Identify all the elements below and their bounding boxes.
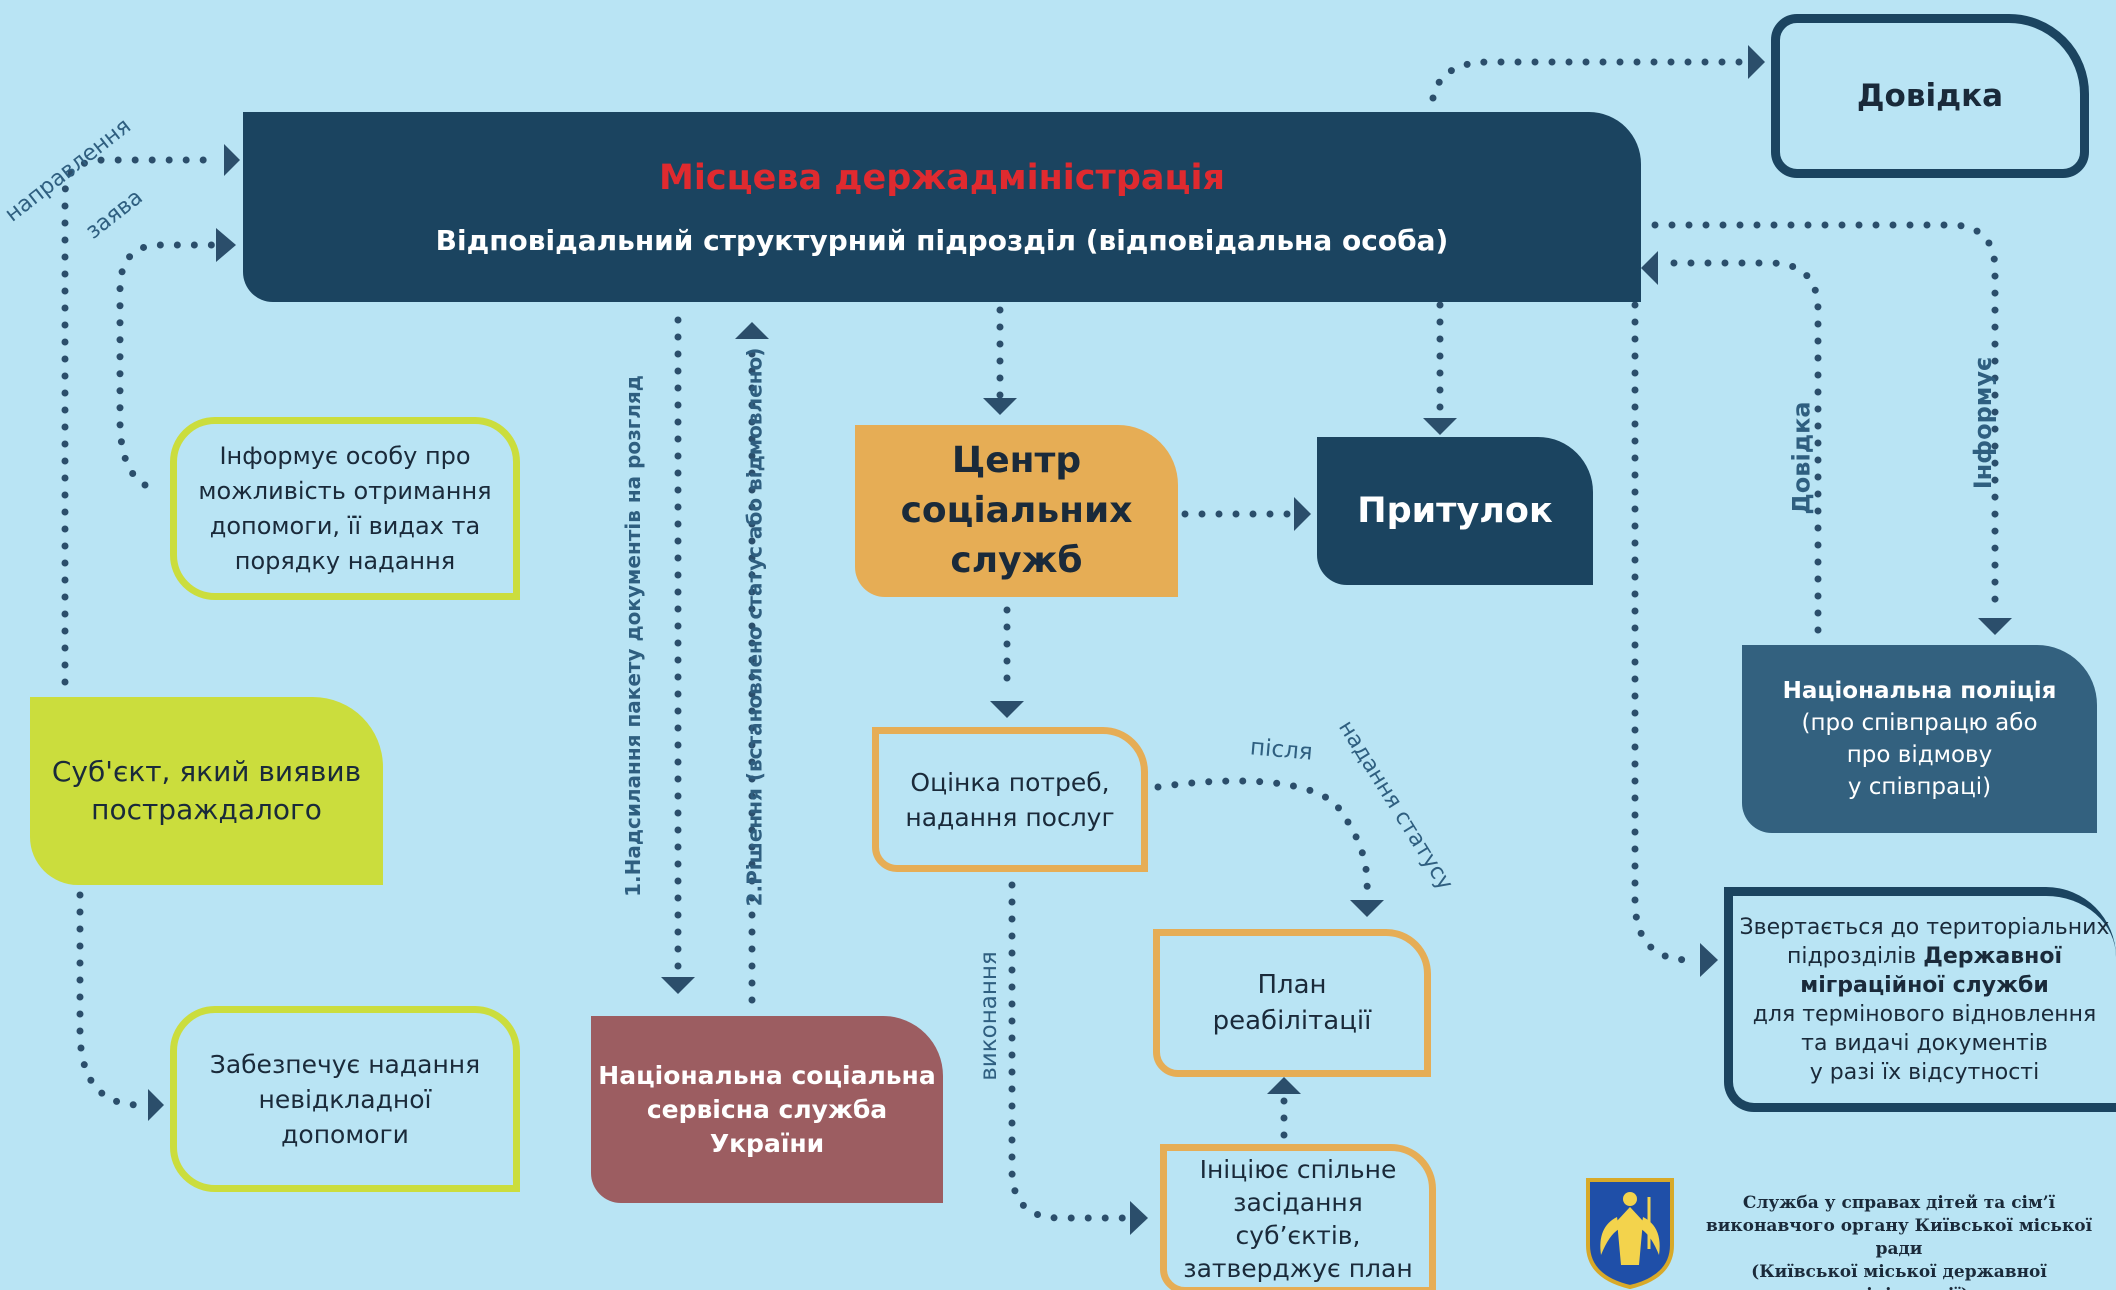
arrowhead-needs bbox=[990, 701, 1024, 718]
arrowhead-admin-right bbox=[1641, 251, 1658, 285]
arrowhead-shelter-top bbox=[1423, 418, 1457, 435]
police-line-1: (про співпрацю або bbox=[1801, 710, 2038, 736]
migration-line-6: у разі їх відсутності bbox=[1809, 1059, 2040, 1085]
connector-needs-to-plan bbox=[1154, 777, 1371, 897]
plan-line-2: реабілітації bbox=[1212, 1006, 1372, 1036]
dovidka-label: Довідка bbox=[1856, 78, 2004, 114]
arrowhead-plan-top bbox=[1350, 900, 1384, 917]
local-administration-box: Місцева держадміністрація Відповідальний… bbox=[243, 112, 1641, 302]
arrowhead-dovidka bbox=[1748, 45, 1765, 79]
police-title: Національна поліція bbox=[1782, 678, 2057, 704]
plan-line-1: План bbox=[1257, 970, 1327, 1000]
center-line-2: соціальних bbox=[900, 490, 1133, 531]
needs-assessment-box: Оцінка потреб, надання послуг bbox=[872, 727, 1148, 872]
administration-title: Місцева держадміністрація bbox=[659, 157, 1225, 198]
police-line-3: у співпраці) bbox=[1847, 774, 1992, 800]
arrowhead-urgent bbox=[148, 1089, 164, 1121]
arrowhead-admin-left-bottom bbox=[216, 228, 236, 262]
nsss-line-3: України bbox=[709, 1128, 825, 1158]
urgent-help-box: Забезпечує надання невідкладної допомоги bbox=[170, 1006, 520, 1192]
meeting-line-3: затверджує план bbox=[1183, 1254, 1413, 1283]
arrowhead-police bbox=[1978, 618, 2012, 635]
national-social-service-box: Національна соціальна сервісна служба Ук… bbox=[591, 1016, 943, 1203]
meeting-line-2: засідання суб’єктів, bbox=[1233, 1188, 1363, 1250]
label-informuie: Інформує bbox=[1969, 356, 1998, 490]
migration-line-1: Звертається до територіальних bbox=[1739, 914, 2110, 940]
connector-admin-to-police bbox=[1651, 221, 1999, 616]
informs-line-4: порядку надання bbox=[234, 546, 456, 575]
footer-line-1: Служба у справах дітей та сім’ї bbox=[1742, 1193, 2056, 1213]
connector-admin-to-dovidka bbox=[1429, 58, 1759, 102]
subject-line-2: постраждалого bbox=[91, 793, 322, 826]
urgent-line-3: допомоги bbox=[281, 1119, 409, 1149]
migration-line-2b: Державної bbox=[1923, 943, 2063, 969]
needs-line-1: Оцінка потреб, bbox=[910, 767, 1110, 797]
label-vykonannia: виконання bbox=[975, 951, 1002, 1081]
urgent-line-1: Забезпечує надання bbox=[209, 1049, 481, 1079]
dovidka-box: Довідка bbox=[1771, 14, 2089, 178]
connector-subject-to-urgent bbox=[76, 891, 154, 1109]
nsss-line-2: сервісна служба bbox=[646, 1094, 888, 1124]
arrowhead-nsss bbox=[661, 977, 695, 994]
arrowhead-admin-from-nsss bbox=[735, 322, 769, 339]
connector-informs-to-admin bbox=[116, 241, 216, 489]
footer-line-2: виконавчого органу Київської міської рад… bbox=[1705, 1216, 2093, 1259]
police-line-2: про відмову bbox=[1846, 742, 1993, 768]
connector-police-to-admin bbox=[1658, 259, 1822, 634]
joint-meeting-box: Ініціює спільне засідання суб’єктів, зат… bbox=[1160, 1144, 1436, 1290]
kyiv-emblem-icon bbox=[1586, 1178, 1674, 1289]
arrowhead-plan-bottom bbox=[1267, 1077, 1301, 1094]
migration-line-2: підрозділів Державної bbox=[1787, 942, 2062, 971]
label-send-documents: 1.Надсилання пакету документів на розгля… bbox=[620, 375, 645, 897]
nsss-line-1: Національна соціальна bbox=[598, 1060, 936, 1090]
informs-line-3: допомоги, її видах та bbox=[209, 511, 481, 540]
shelter-label: Притулок bbox=[1357, 491, 1553, 531]
subject-line-1: Суб'єкт, який виявив bbox=[51, 755, 362, 788]
connector-needs-to-meeting bbox=[1008, 881, 1144, 1222]
arrowhead-center bbox=[983, 398, 1017, 415]
administration-subtitle: Відповідальний структурний підрозділ (ві… bbox=[435, 223, 1449, 257]
informs-line-2: можливість отримання bbox=[198, 476, 492, 505]
label-decision: 2.Рішення (встановлено статус або відмов… bbox=[742, 347, 767, 907]
label-pislia: після bbox=[1248, 734, 1314, 766]
label-dovidka-side: Довідка bbox=[1787, 401, 1816, 515]
national-police-box: Національна поліція (про співпрацю або п… bbox=[1742, 645, 2097, 833]
social-services-center-box: Центр соціальних служб bbox=[855, 425, 1178, 597]
needs-line-2: надання послуг bbox=[905, 802, 1115, 832]
subject-box: Суб'єкт, який виявив постраждалого bbox=[30, 697, 383, 885]
informs-line-1: Інформує особу про bbox=[219, 441, 471, 470]
shelter-box: Притулок bbox=[1317, 437, 1593, 585]
migration-service-box: Звертається до територіальних підрозділі… bbox=[1724, 887, 2116, 1112]
migration-line-2a: підрозділів bbox=[1786, 943, 1924, 969]
footer-line-3: (Київської міської державної адміністрац… bbox=[1751, 1262, 2047, 1290]
connector-admin-to-migration bbox=[1631, 301, 1694, 964]
informs-person-box: Інформує особу про можливість отримання … bbox=[170, 417, 520, 600]
arrowhead-admin-left-top bbox=[224, 144, 240, 176]
connector-subject-to-admin bbox=[61, 156, 216, 686]
migration-line-5: та видачі документів bbox=[1801, 1030, 2048, 1056]
migration-line-3: міграційної служби bbox=[1800, 972, 2049, 998]
rehabilitation-plan-box: План реабілітації bbox=[1153, 929, 1431, 1077]
arrowhead-shelter-left bbox=[1294, 497, 1311, 531]
center-line-1: Центр bbox=[951, 440, 1082, 481]
center-line-3: служб bbox=[950, 540, 1083, 581]
migration-line-4: для термінового відновлення bbox=[1752, 1001, 2097, 1027]
urgent-line-2: невідкладної bbox=[258, 1084, 432, 1114]
arrowhead-meeting bbox=[1130, 1201, 1148, 1235]
meeting-line-1: Ініціює спільне bbox=[1199, 1155, 1397, 1184]
footer-organization: Служба у справах дітей та сім’ї виконавч… bbox=[1686, 1192, 2112, 1290]
arrowhead-migration bbox=[1700, 943, 1718, 977]
